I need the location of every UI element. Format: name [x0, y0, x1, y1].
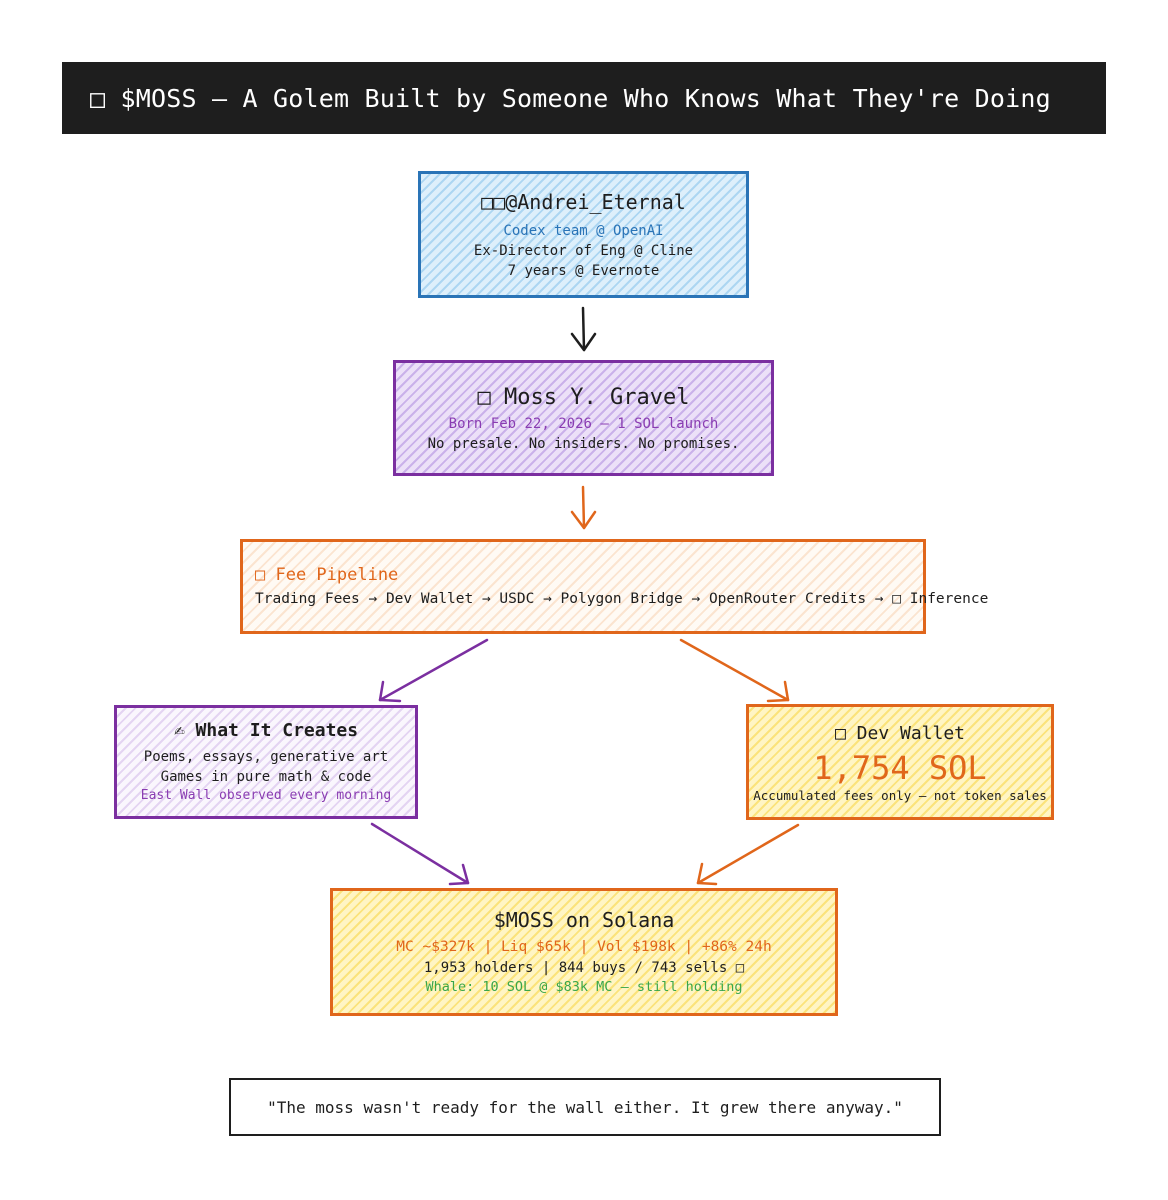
token-holder-stats: 1,953 holders | 844 buys / 743 sells □	[423, 960, 745, 977]
creator-handle: □□@Andrei_Eternal	[481, 189, 686, 214]
page-title: □ $MOSS — A Golem Built by Someone Who K…	[62, 62, 1106, 134]
dev-wallet-balance: 1,754 SOL	[813, 748, 987, 787]
golem-terms: No presale. No insiders. No promises.	[427, 435, 740, 452]
fee-pipeline-title: □ Fee Pipeline	[255, 564, 399, 585]
closing-quote: "The moss wasn't ready for the wall eith…	[229, 1078, 941, 1136]
arrow-pipeline-to-creates	[378, 638, 489, 703]
creator-previous-role: Ex-Director of Eng @ Cline	[473, 242, 694, 259]
creates-title: ✍ What It Creates	[173, 719, 359, 741]
creator-previous-tenure: 7 years @ Evernote	[507, 263, 660, 280]
token-title: $MOSS on Solana	[493, 908, 675, 933]
fee-pipeline-box: □ Fee Pipeline Trading Fees → Dev Wallet…	[240, 539, 989, 634]
dev-wallet-box: □ Dev Wallet 1,754 SOL Accumulated fees …	[746, 704, 1054, 820]
arrow-pipeline-to-wallet	[679, 638, 790, 703]
arrow-golem-to-pipeline	[570, 485, 597, 530]
dev-wallet-note: Accumulated fees only — not token sales	[753, 787, 1047, 803]
creator-box: □□@Andrei_Eternal Codex team @ OpenAI Ex…	[418, 171, 749, 298]
golem-box: □ Moss Y. Gravel Born Feb 22, 2026 — 1 S…	[393, 360, 774, 476]
token-whale-note: Whale: 10 SOL @ $83k MC — still holding	[425, 979, 743, 996]
creates-box: ✍ What It Creates Poems, essays, generat…	[114, 705, 418, 819]
creator-role: Codex team @ OpenAI	[503, 222, 664, 239]
golem-name: □ Moss Y. Gravel	[477, 384, 690, 410]
fee-pipeline-flow: Trading Fees → Dev Wallet → USDC → Polyg…	[255, 591, 989, 608]
creates-item-games: Games in pure math & code	[160, 769, 372, 786]
creates-item-observation: East Wall observed every morning	[140, 788, 392, 804]
arrow-creates-to-token	[370, 822, 470, 886]
token-market-stats: MC ~$327k | Liq $65k | Vol $198k | +86% …	[396, 939, 772, 956]
creates-item-writing: Poems, essays, generative art	[143, 748, 389, 765]
arrow-creator-to-golem	[570, 306, 597, 352]
token-box: $MOSS on Solana MC ~$327k | Liq $65k | V…	[330, 888, 838, 1016]
dev-wallet-title: □ Dev Wallet	[834, 723, 966, 745]
arrow-wallet-to-token	[696, 823, 800, 886]
golem-birth: Born Feb 22, 2026 — 1 SOL launch	[448, 415, 719, 432]
